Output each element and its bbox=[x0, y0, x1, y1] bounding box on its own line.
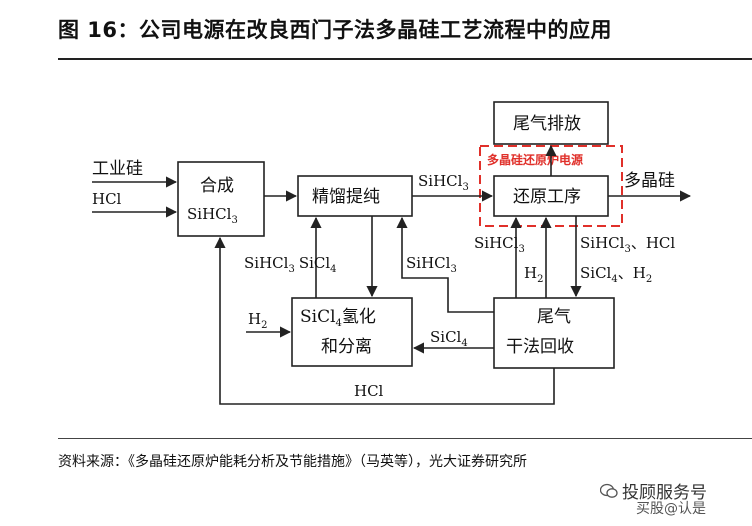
flow-label-sihcl3-return: SiHCl3 bbox=[406, 254, 457, 275]
box-sicl4-hydrogenation bbox=[291, 297, 413, 367]
reduction-label: 还原工序 bbox=[513, 187, 581, 207]
dry-label-1: 尾气 bbox=[537, 307, 571, 327]
dry-label-2: 干法回收 bbox=[506, 337, 574, 357]
sicl4-label-2: 和分离 bbox=[321, 337, 372, 357]
input-hcl: HCl bbox=[92, 190, 122, 208]
tailgas-label: 尾气排放 bbox=[513, 114, 581, 134]
flow-label-sihcl3-1: SiHCl3 bbox=[418, 172, 469, 193]
sicl4-label-1: SiCl4氢化 bbox=[300, 307, 376, 329]
box-distill bbox=[297, 175, 413, 217]
arrow-dry-distill bbox=[396, 216, 494, 313]
source-note: 资料来源：《多晶硅还原炉能耗分析及节能措施》（马英等），光大证券研究所 bbox=[58, 454, 527, 470]
watermark-overlay: 买股@认是 bbox=[636, 501, 706, 517]
synthesis-label-1: 合成 bbox=[200, 176, 234, 196]
flow-label-h2-up: H2 bbox=[524, 264, 543, 285]
source-divider bbox=[58, 438, 752, 439]
box-synthesis bbox=[177, 161, 265, 237]
arrow-hcl-return bbox=[214, 236, 555, 405]
title-divider bbox=[58, 58, 752, 60]
watermark-text: 投顾服务号 bbox=[622, 483, 707, 503]
process-flow-diagram: 多晶硅还原炉电源 合成 SiHCl3 精馏提纯 尾气排放 还原工序 SiCl4氢… bbox=[92, 101, 692, 405]
flow-label-h2-in: H2 bbox=[248, 310, 267, 331]
flow-label-sicl4: SiCl4 bbox=[430, 328, 468, 349]
synthesis-label-2: SiHCl3 bbox=[187, 205, 238, 226]
input-industrial-si: 工业硅 bbox=[92, 159, 143, 179]
output-polysilicon: 多晶硅 bbox=[624, 171, 675, 191]
distill-label: 精馏提纯 bbox=[312, 187, 380, 207]
flow-label-sihcl3-up: SiHCl3 bbox=[474, 234, 525, 255]
flow-label-sicl4-h2: SiCl4、H2 bbox=[580, 264, 652, 285]
wechat-icon bbox=[600, 483, 618, 498]
watermark: 投顾服务号 bbox=[600, 478, 707, 503]
flow-label-hcl-return: HCl bbox=[354, 382, 384, 400]
flow-label-sihcl3-hcl: SiHCl3、HCl bbox=[580, 234, 675, 255]
highlight-label: 多晶硅还原炉电源 bbox=[487, 152, 583, 167]
page-title: 图 16：公司电源在改良西门子法多晶硅工艺流程中的应用 bbox=[58, 18, 613, 42]
box-tailgas bbox=[493, 101, 609, 145]
